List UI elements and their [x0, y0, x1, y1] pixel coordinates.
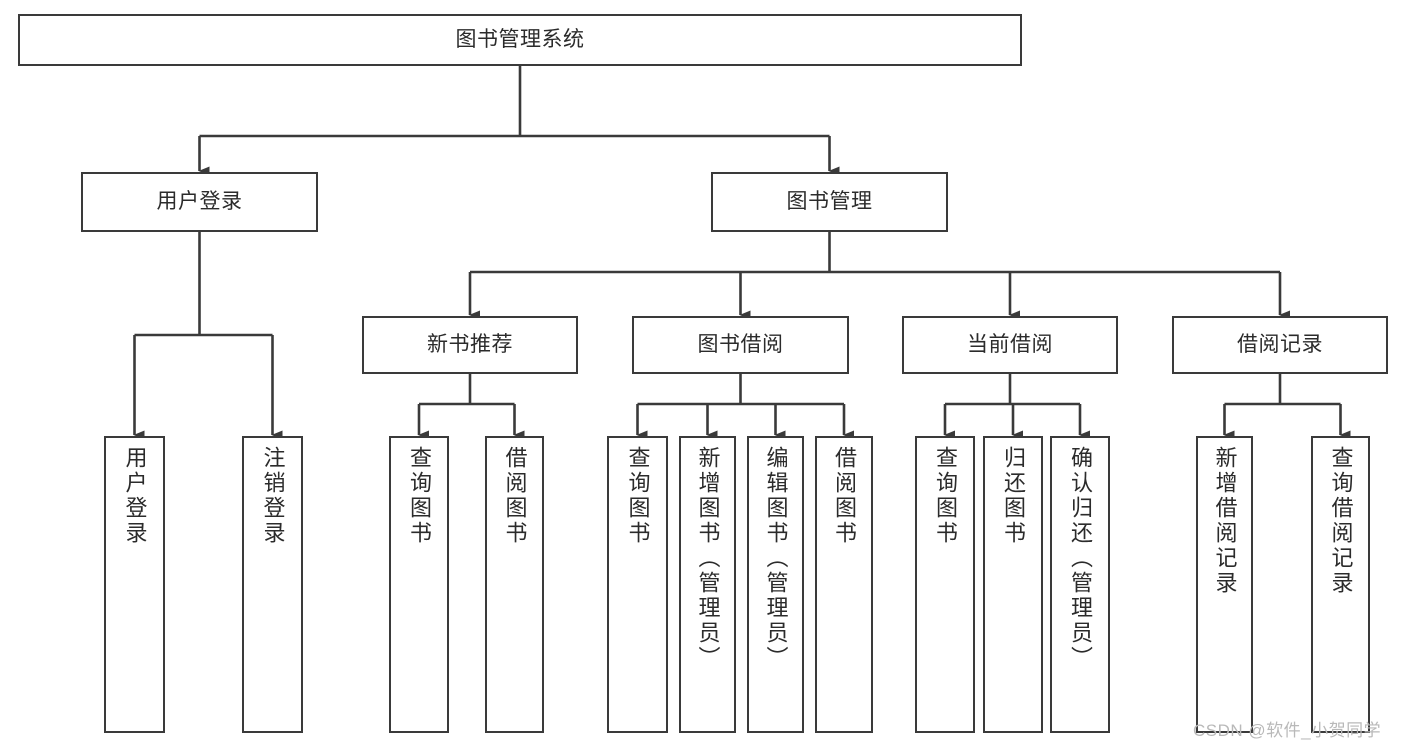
- node-leaf-borrow-book-recommend[interactable]: 借阅图书: [485, 436, 544, 733]
- node-book-management[interactable]: 图书管理: [711, 172, 948, 232]
- node-new-book-recommend[interactable]: 新书推荐: [362, 316, 578, 374]
- node-book-borrow[interactable]: 图书借阅: [632, 316, 849, 374]
- node-leaf-return-book[interactable]: 归还图书: [983, 436, 1043, 733]
- node-label-book-borrow: 图书借阅: [697, 332, 784, 356]
- node-leaf-user-login[interactable]: 用户登录: [104, 436, 165, 733]
- node-label-leaf-borrow-book-recommend: 借阅图书: [502, 446, 528, 546]
- node-label-leaf-query-book-recommend: 查询图书: [407, 446, 432, 546]
- node-label-leaf-edit-book: 编辑图书（管理员）: [763, 446, 789, 671]
- node-leaf-borrow-book[interactable]: 借阅图书: [815, 436, 873, 733]
- node-label-leaf-confirm-return: 确认归还（管理员）: [1068, 446, 1093, 671]
- node-label-new-book-recommend: 新书推荐: [427, 332, 513, 356]
- node-label-leaf-query-book-current: 查询图书: [933, 446, 958, 546]
- node-label-leaf-add-borrow-record: 新增借阅记录: [1212, 446, 1238, 596]
- node-label-book-management: 图书管理: [786, 189, 873, 213]
- node-leaf-confirm-return[interactable]: 确认归还（管理员）: [1050, 436, 1110, 733]
- node-leaf-query-book-recommend[interactable]: 查询图书: [389, 436, 449, 733]
- node-user-login[interactable]: 用户登录: [81, 172, 318, 232]
- node-leaf-add-book[interactable]: 新增图书（管理员）: [679, 436, 736, 733]
- node-label-leaf-add-book: 新增图书（管理员）: [695, 446, 721, 671]
- node-label-leaf-borrow-book: 借阅图书: [832, 446, 857, 546]
- node-leaf-logout[interactable]: 注销登录: [242, 436, 303, 733]
- node-label-current-borrow: 当前借阅: [967, 332, 1053, 356]
- node-leaf-query-book-current[interactable]: 查询图书: [915, 436, 975, 733]
- node-label-leaf-logout: 注销登录: [260, 446, 286, 546]
- node-leaf-query-borrow-record[interactable]: 查询借阅记录: [1311, 436, 1370, 733]
- node-borrow-record[interactable]: 借阅记录: [1172, 316, 1388, 374]
- node-label-leaf-return-book: 归还图书: [1001, 446, 1026, 546]
- node-label-user-login: 用户登录: [156, 189, 243, 213]
- node-label-leaf-user-login: 用户登录: [122, 446, 148, 546]
- node-label-leaf-query-book-borrow: 查询图书: [625, 446, 651, 546]
- node-current-borrow[interactable]: 当前借阅: [902, 316, 1118, 374]
- node-root[interactable]: 图书管理系统: [18, 14, 1022, 66]
- node-label-leaf-query-borrow-record: 查询借阅记录: [1328, 446, 1354, 596]
- node-label-borrow-record: 借阅记录: [1237, 332, 1323, 356]
- node-leaf-edit-book[interactable]: 编辑图书（管理员）: [747, 436, 804, 733]
- node-leaf-query-book-borrow[interactable]: 查询图书: [607, 436, 668, 733]
- node-leaf-add-borrow-record[interactable]: 新增借阅记录: [1196, 436, 1253, 733]
- node-label-root: 图书管理系统: [455, 27, 585, 51]
